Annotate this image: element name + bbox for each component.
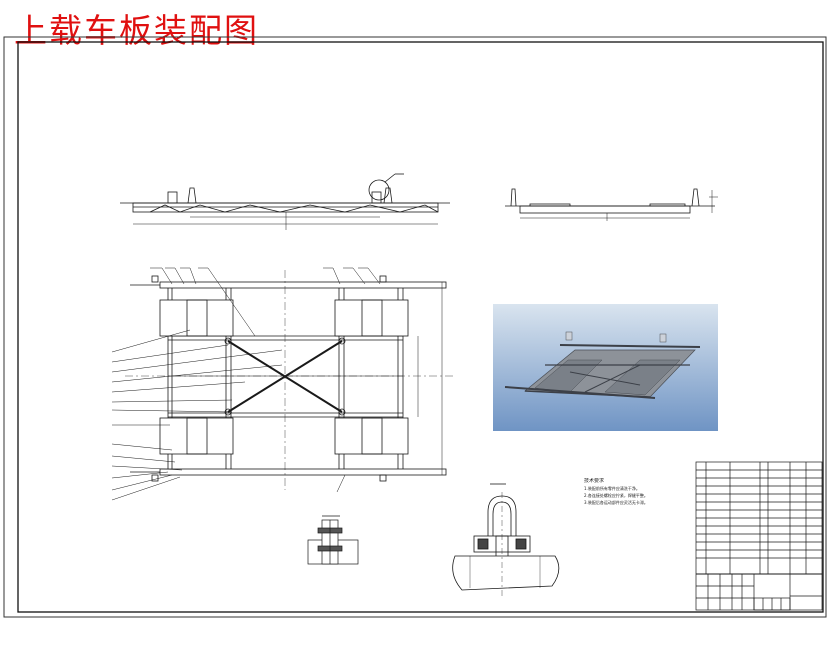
notes-heading: 技术要求 xyxy=(584,478,605,484)
leader-lines xyxy=(111,267,381,501)
notes-line: 2.各连接处螺栓应拧紧，焊缝平整。 xyxy=(584,493,648,498)
render-3d xyxy=(493,304,718,431)
technical-notes: 技术要求 1.装配前所有零件应清洗干净。 2.各连接处螺栓应拧紧，焊缝平整。 3… xyxy=(584,478,694,506)
detail-bolt-section xyxy=(307,515,359,565)
detail-shackle-section xyxy=(452,483,560,596)
plan-view xyxy=(125,270,455,490)
inner-frame xyxy=(17,41,824,613)
notes-line: 1.装配前所有零件应清洗干净。 xyxy=(584,486,640,491)
title-block xyxy=(695,461,823,611)
outer-border xyxy=(3,36,827,618)
side-view xyxy=(505,188,718,221)
notes-line: 3.装配后各运动部件应灵活无卡滞。 xyxy=(584,500,648,505)
front-view xyxy=(120,173,450,230)
